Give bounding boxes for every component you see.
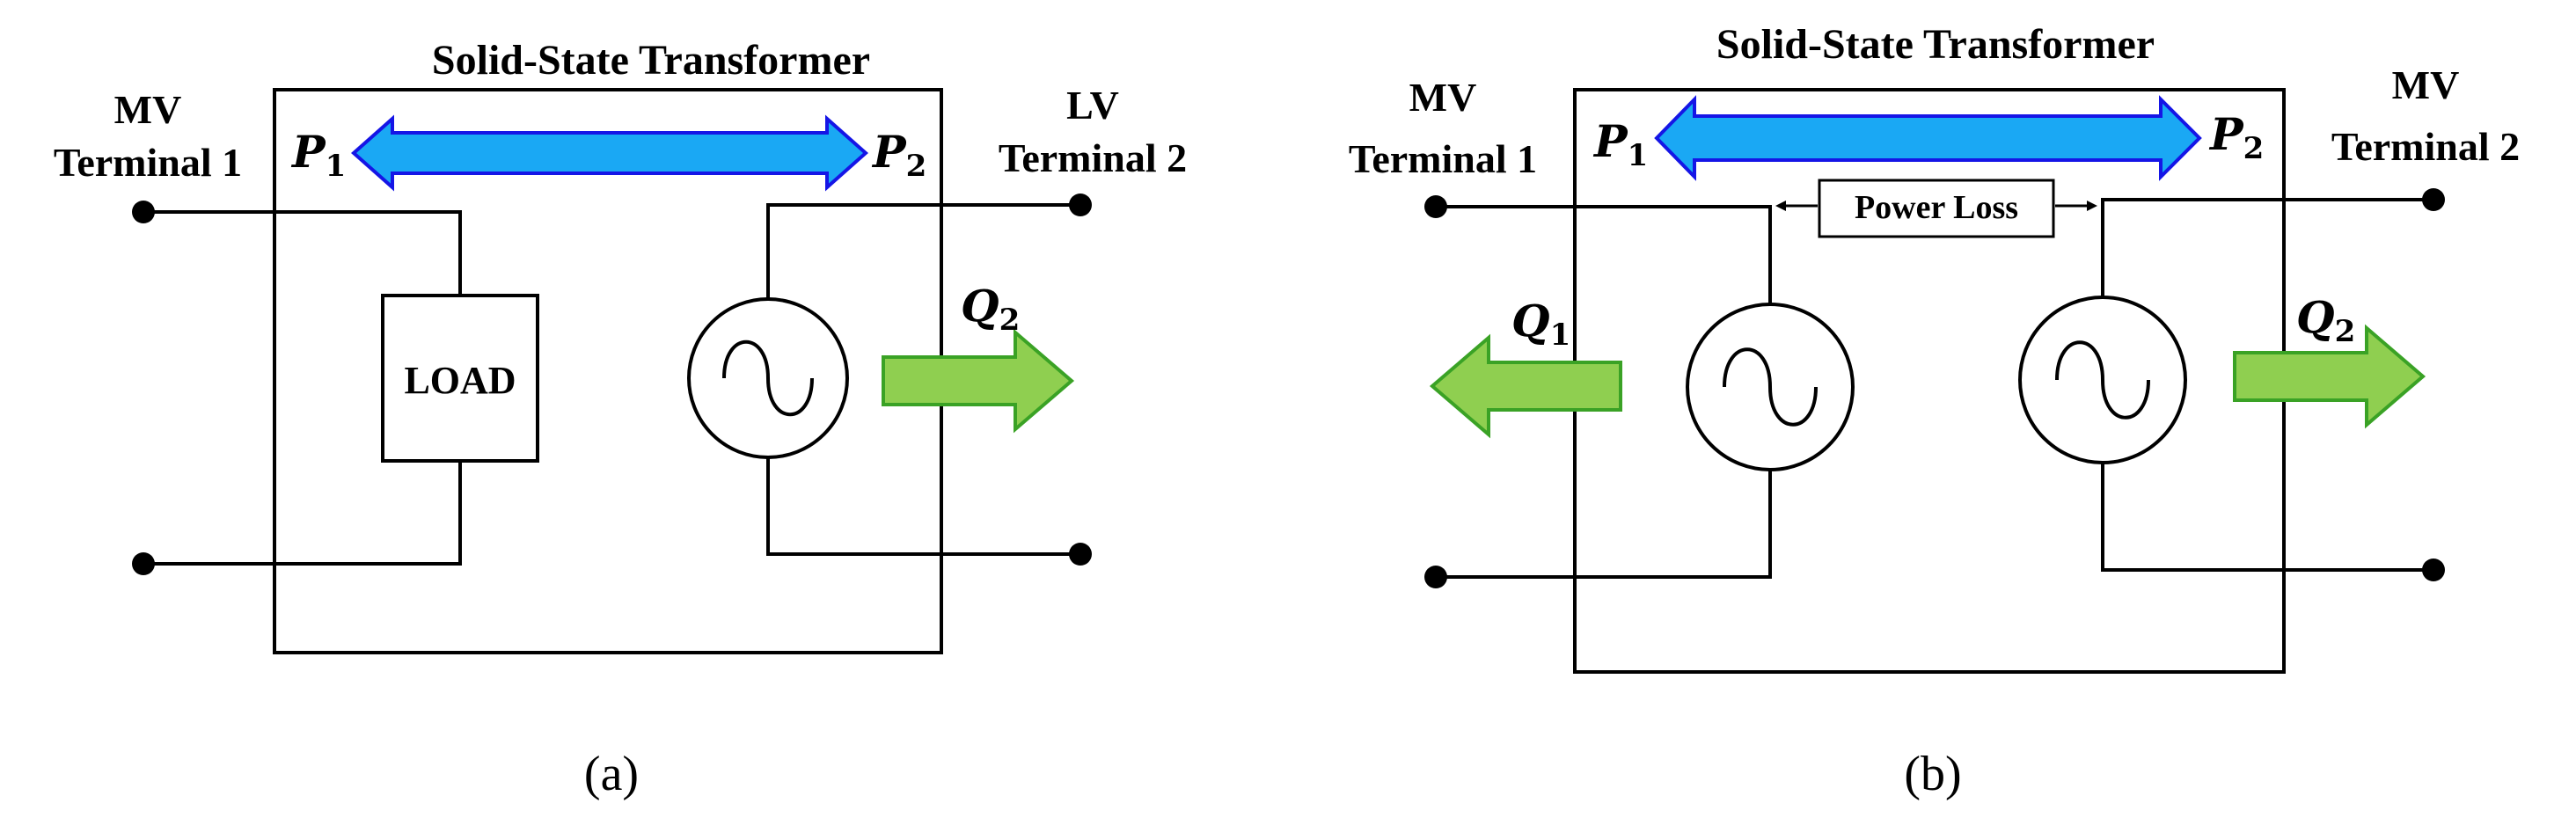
panel-b-p1-label: P1 <box>1592 115 1648 173</box>
panel-b-p2-label: P2 <box>2208 108 2264 166</box>
panel-b-terminal2-top-node <box>2422 188 2445 211</box>
panel-a-load-top-wire <box>143 210 462 296</box>
panel-b-left-source-top-wire <box>1436 205 1772 306</box>
panel-a-terminal1-line2: Terminal 1 <box>54 140 242 185</box>
panel-a-load-label: LOAD <box>404 359 516 402</box>
panel-b-power-loss-indicator: Power Loss <box>1775 179 2097 238</box>
panel-a-terminal2-top-node <box>1069 193 1092 216</box>
panel-a-p1-label: P1 <box>290 126 346 184</box>
ac-source-icon <box>687 297 849 459</box>
panel-b-terminal2-line2: Terminal 2 <box>2331 124 2520 169</box>
panel-a-terminal1-line1: MV <box>114 87 182 132</box>
panel-b-q2-label: Q2 <box>2296 291 2355 349</box>
panel-a-terminal2-line1: LV <box>1066 83 1119 128</box>
panel-b-q1-arrow <box>1429 333 1622 439</box>
panel-a-caption: (a) <box>584 747 639 801</box>
panel-a-source-top-wire <box>766 203 1080 299</box>
panel-a-terminal2-bottom-node <box>1069 543 1092 566</box>
panel-a-title: Solid-State Transformer <box>432 37 870 84</box>
panel-b-power-flow-arrow <box>1654 95 2202 181</box>
panel-a: Solid-State Transformer P1 P2 MV Termina… <box>54 37 1187 801</box>
panel-b-terminal1-line1: MV <box>1409 75 1477 120</box>
panel-a-load-bottom-wire <box>143 477 462 566</box>
panel-b-left-source-bottom-wire <box>1436 468 1772 579</box>
panel-b-q2-arrow <box>2233 324 2426 429</box>
panel-b-q1-label: Q1 <box>1511 295 1570 353</box>
panel-a-q2-arrow <box>882 328 1075 434</box>
panel-b-right-source-top-wire <box>2101 198 2433 299</box>
panel-b-power-loss-box <box>1818 179 2055 238</box>
panel-b-terminal2-bottom-node <box>2422 559 2445 581</box>
panel-a-load-box <box>381 294 539 463</box>
panel-b-right-source-bottom-wire <box>2101 461 2433 572</box>
panel-b-power-loss-label: Power Loss <box>1855 189 2018 226</box>
panel-b-caption: (b) <box>1904 747 1961 801</box>
panel-a-source-bottom-wire <box>766 457 1080 556</box>
ac-source-icon <box>2018 296 2187 464</box>
ac-source-icon <box>1686 303 1855 471</box>
panel-b-terminal2-line1: MV <box>2392 62 2460 107</box>
panel-a-q2-label: Q2 <box>961 280 1020 338</box>
panel-b: Solid-State Transformer P1 P2 MV Termina… <box>1349 21 2520 801</box>
panel-b-terminal1-line2: Terminal 1 <box>1349 136 1537 181</box>
panel-a-p2-label: P2 <box>871 126 926 184</box>
panel-a-terminal2-line2: Terminal 2 <box>999 135 1187 180</box>
panel-a-power-flow-arrow <box>350 114 869 192</box>
panel-b-title: Solid-State Transformer <box>1716 21 2155 68</box>
